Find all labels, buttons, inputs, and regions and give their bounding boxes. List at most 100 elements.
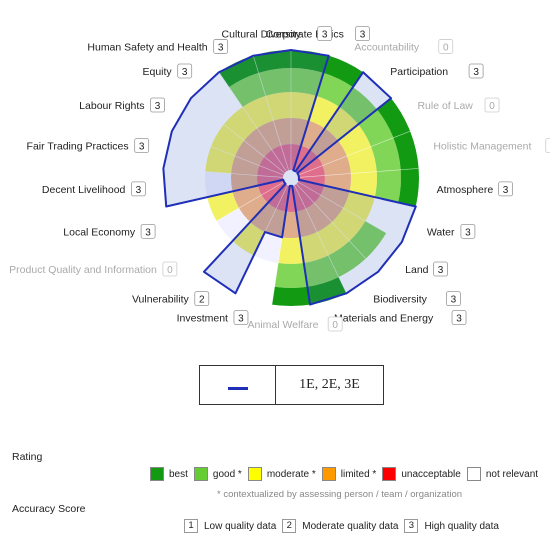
rating-label: not relevant bbox=[485, 468, 539, 480]
rating-item-4: limited * bbox=[321, 467, 376, 481]
accuracy-number: 1 bbox=[184, 519, 198, 533]
accuracy-item-1: 1 Low quality data bbox=[184, 519, 276, 533]
sector-19-level-1 bbox=[264, 149, 287, 174]
sector-14-level-1 bbox=[261, 182, 286, 203]
sector-20-level-1 bbox=[271, 145, 289, 172]
rating-swatch bbox=[193, 467, 208, 481]
series-legend: 1E, 2E, 3E bbox=[199, 365, 384, 405]
sector-17-level-2 bbox=[231, 156, 260, 176]
rating-title: Rating bbox=[12, 451, 43, 463]
axis-line-20 bbox=[218, 72, 287, 172]
sector-9-level-2 bbox=[305, 202, 332, 233]
sector-21-level-3 bbox=[265, 92, 291, 121]
sector-9-level-1 bbox=[294, 183, 315, 209]
sector-20-level-4 bbox=[229, 72, 266, 107]
sector-18-level-5 bbox=[171, 98, 205, 138]
axis-score-value: 3 bbox=[503, 185, 509, 196]
axis-score-box bbox=[327, 316, 343, 332]
axis-label-17: Fair Trading Practices 3 bbox=[27, 138, 150, 153]
sector-8-level-5 bbox=[365, 233, 402, 272]
center-hole bbox=[283, 170, 299, 186]
axis-score-box bbox=[451, 310, 467, 325]
sector-3-level-5 bbox=[352, 72, 392, 110]
series-outline bbox=[162, 49, 417, 306]
sector-10-level-2 bbox=[296, 208, 318, 238]
axis-score-value: 3 bbox=[238, 314, 244, 325]
accuracy-label: Low quality data bbox=[204, 520, 277, 532]
sector-15-level-1 bbox=[257, 179, 285, 195]
sector-14-level-4 bbox=[195, 221, 233, 259]
axis-score-value: 3 bbox=[136, 185, 142, 196]
axis-score-value: 3 bbox=[155, 101, 161, 112]
axis-score-value: 3 bbox=[456, 314, 462, 325]
sector-4-level-2 bbox=[317, 140, 347, 166]
sector-12-level-4 bbox=[243, 255, 279, 287]
sector-10-level-5 bbox=[307, 277, 347, 305]
sector-16-level-3 bbox=[205, 171, 233, 198]
sector-16-level-1 bbox=[257, 175, 284, 186]
sector-15-level-4 bbox=[183, 197, 217, 233]
axis-score-box bbox=[162, 261, 178, 277]
axis-score-value: 3 bbox=[438, 265, 444, 276]
sector-3-level-4 bbox=[339, 87, 378, 125]
sector-5-level-5 bbox=[393, 131, 419, 170]
rating-label: unacceptable bbox=[401, 468, 461, 480]
sector-9-level-4 bbox=[328, 241, 366, 278]
axis-score-box bbox=[140, 223, 156, 239]
axis-score-box bbox=[131, 181, 146, 197]
sector-13-level-1 bbox=[267, 183, 288, 209]
series-legend-swatch-cell bbox=[200, 366, 276, 404]
axis-score-box bbox=[438, 39, 454, 54]
sector-15-level-3 bbox=[207, 191, 240, 221]
axis-line-5 bbox=[298, 130, 411, 176]
sector-12-level-2 bbox=[264, 208, 286, 238]
axis-score-box bbox=[150, 97, 165, 113]
series-legend-label: 1E, 2E, 3E bbox=[299, 377, 360, 392]
axis-label-text: Participation bbox=[390, 66, 448, 78]
axis-score-value: 3 bbox=[139, 142, 145, 153]
axis-label-5: Holistic Management0 bbox=[433, 138, 550, 153]
axis-label-text: Materials and Energy bbox=[334, 313, 434, 325]
rating-sectors bbox=[163, 50, 419, 307]
axis-line-6 bbox=[298, 168, 419, 178]
axis-label-text: Animal Welfare bbox=[248, 319, 319, 331]
sector-6-level-4 bbox=[374, 169, 401, 203]
accuracy-number: 2 bbox=[282, 519, 297, 533]
sector-18-level-1 bbox=[259, 156, 285, 176]
sector-8-level-1 bbox=[296, 182, 321, 203]
sector-6-level-5 bbox=[398, 168, 419, 207]
axis-score-box bbox=[213, 39, 229, 54]
axis-score-value: 3 bbox=[465, 227, 471, 238]
axis-label-text: Accountability bbox=[354, 41, 420, 53]
axis-label-2: Accountability 0 bbox=[354, 39, 454, 54]
sector-21-level-5 bbox=[253, 50, 291, 73]
axis-label-text: Atmosphere bbox=[437, 184, 494, 196]
sector-19-level-2 bbox=[244, 128, 272, 157]
axis-label-text: Investment bbox=[177, 313, 228, 325]
sector-10-level-4 bbox=[303, 255, 339, 287]
axis-score-box bbox=[134, 138, 150, 153]
sector-8-level-4 bbox=[349, 221, 387, 259]
sector-4-level-4 bbox=[358, 109, 394, 147]
axis-label-text: Cultural Diversity bbox=[222, 29, 302, 41]
axis-line-15 bbox=[179, 181, 285, 243]
axis-score-value: 3 bbox=[451, 295, 457, 306]
axis-line-10 bbox=[294, 185, 347, 294]
rating-item-6: not relevant bbox=[466, 467, 539, 481]
axis-score-value: 0 bbox=[443, 42, 449, 53]
sector-12-level-3 bbox=[253, 232, 283, 264]
axis-line-17 bbox=[163, 168, 284, 178]
axis-label-12: Investment 3 bbox=[177, 310, 249, 325]
sector-4-level-5 bbox=[377, 98, 411, 138]
axis-label-text: Fair Trading Practices bbox=[27, 141, 129, 153]
sector-16-level-5 bbox=[163, 168, 184, 207]
sector-1-level-4 bbox=[291, 68, 324, 96]
accuracy-label: Moderate quality data bbox=[302, 520, 399, 532]
axis-score-box bbox=[433, 261, 448, 277]
